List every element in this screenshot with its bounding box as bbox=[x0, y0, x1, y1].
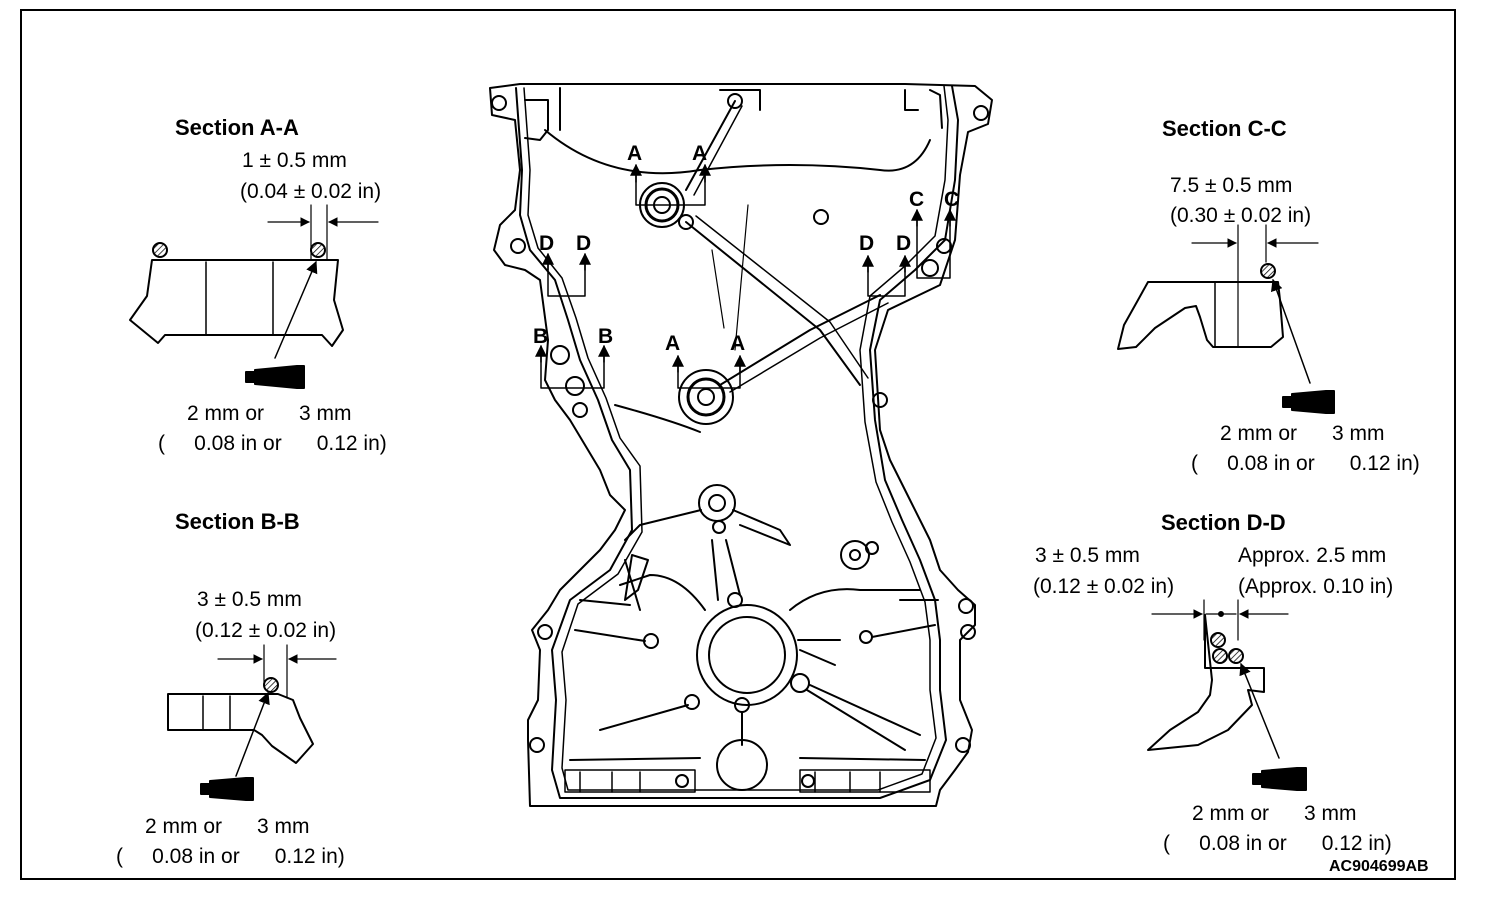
diagram-id: AC904699AB bbox=[1329, 858, 1429, 875]
marker-a: A bbox=[692, 142, 707, 165]
section-c-title: Section C-C bbox=[1162, 116, 1287, 141]
marker-b: B bbox=[533, 325, 548, 348]
marker-c: C bbox=[944, 188, 959, 211]
section-b-dimension: 3 ± 0.5 mm bbox=[197, 588, 302, 611]
section-c-bead-mm: 2 mm or 3 mm bbox=[1220, 422, 1385, 445]
section-a-dimension: 1 ± 0.5 mm bbox=[242, 149, 347, 172]
section-b-bead-in: ( 0.08 in or 0.12 in) bbox=[116, 845, 345, 868]
section-a-dimension-inch: (0.04 ± 0.02 in) bbox=[240, 180, 382, 203]
section-d-dimension: 3 ± 0.5 mm bbox=[1035, 544, 1140, 567]
section-d-dimension-inch: (0.12 ± 0.02 in) bbox=[1033, 575, 1175, 598]
sealant-tube-icon bbox=[1282, 390, 1335, 414]
section-b-bead-mm: 2 mm or 3 mm bbox=[145, 815, 310, 838]
section-a-profile bbox=[129, 204, 379, 359]
section-d-approx: Approx. 2.5 mm bbox=[1238, 544, 1387, 567]
section-b-dimension-inch: (0.12 ± 0.02 in) bbox=[195, 619, 337, 642]
section-d-bead-in: ( 0.08 in or 0.12 in) bbox=[1163, 832, 1392, 855]
section-d-bead-mm: 2 mm or 3 mm bbox=[1192, 802, 1357, 825]
section-d-profile bbox=[1147, 599, 1289, 759]
timing-case-outline bbox=[489, 83, 993, 807]
section-a-bead-in: ( 0.08 in or 0.12 in) bbox=[158, 432, 387, 455]
marker-c: C bbox=[909, 188, 924, 211]
marker-a: A bbox=[627, 142, 642, 165]
section-c-profile bbox=[1117, 224, 1319, 384]
section-a-title: Section A-A bbox=[175, 115, 299, 140]
section-b-profile bbox=[167, 644, 337, 777]
marker-b: B bbox=[598, 325, 613, 348]
sealant-tube-icon bbox=[1252, 767, 1307, 791]
marker-d: D bbox=[576, 232, 591, 255]
section-a-bead-mm: 2 mm or 3 mm bbox=[187, 402, 352, 425]
sealant-tube-icon bbox=[245, 365, 305, 389]
marker-d: D bbox=[539, 232, 554, 255]
section-b-title: Section B-B bbox=[175, 509, 300, 534]
section-d-title: Section D-D bbox=[1161, 510, 1286, 535]
marker-a: A bbox=[730, 332, 745, 355]
marker-a: A bbox=[665, 332, 680, 355]
diagram-frame bbox=[20, 9, 1456, 880]
section-d-approx-inch: (Approx. 0.10 in) bbox=[1238, 575, 1394, 598]
section-c-dimension: 7.5 ± 0.5 mm bbox=[1170, 174, 1293, 197]
marker-d: D bbox=[859, 232, 874, 255]
section-c-bead-in: ( 0.08 in or 0.12 in) bbox=[1191, 452, 1420, 475]
sealant-tube-icon bbox=[200, 777, 254, 801]
section-c-dimension-inch: (0.30 ± 0.02 in) bbox=[1170, 204, 1312, 227]
marker-d: D bbox=[896, 232, 911, 255]
